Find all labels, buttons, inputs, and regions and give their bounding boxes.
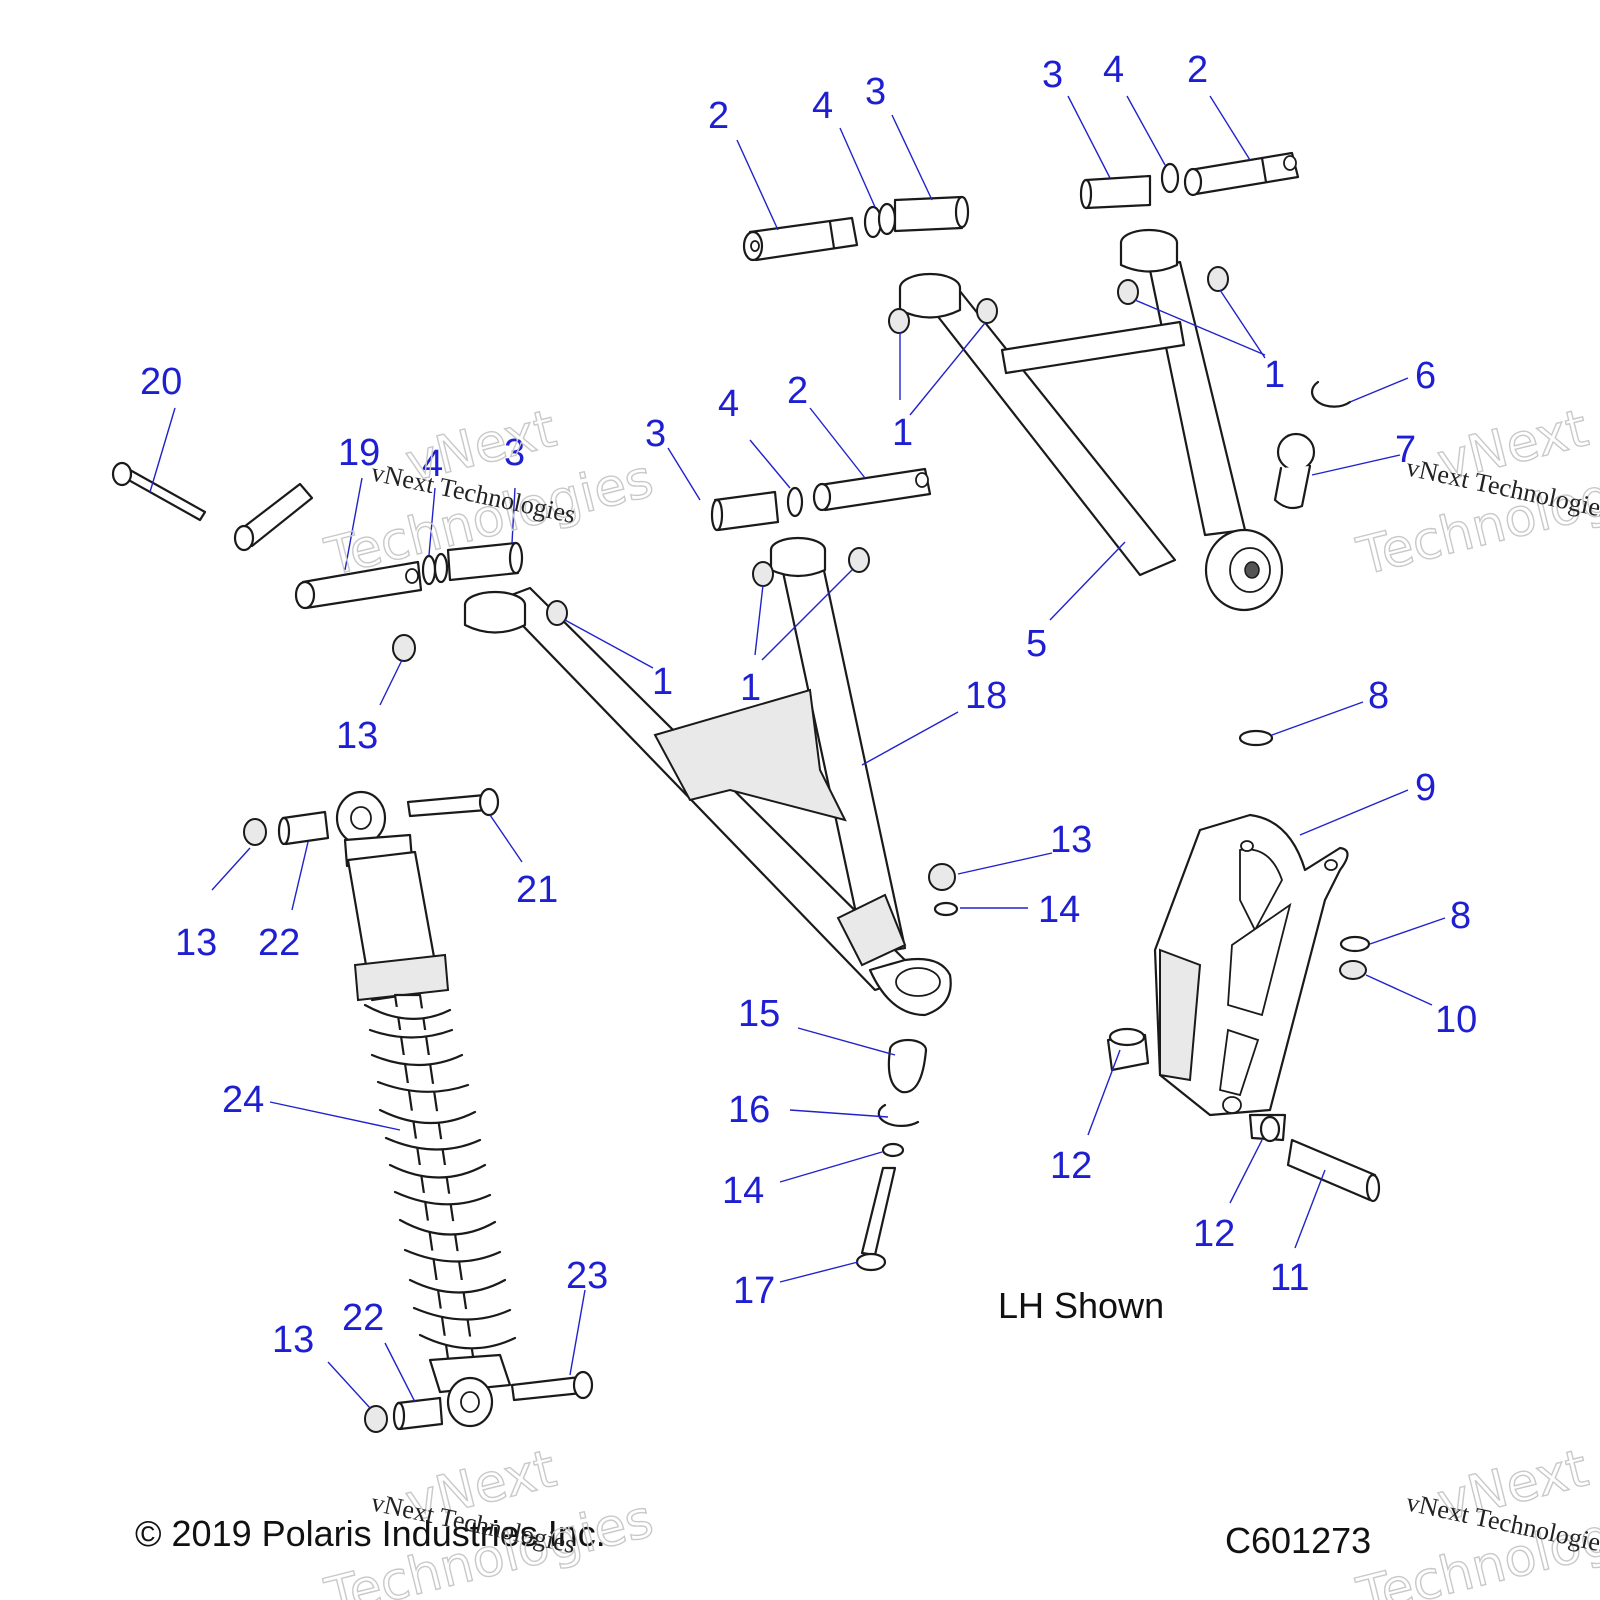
callout-18: 18 [965, 675, 1007, 717]
callout-13: 13 [272, 1319, 314, 1361]
leader-lines [149, 95, 1446, 1409]
lower-a-arm [463, 536, 952, 1017]
callout-13: 13 [336, 715, 378, 757]
ball-joint-hardware [855, 863, 959, 1272]
callout-4: 4 [812, 85, 833, 127]
steering-knuckle [1106, 729, 1381, 1203]
pin-set-lower-middle [710, 467, 932, 532]
shock-hardware-lower [364, 1370, 594, 1433]
callout-3: 3 [865, 71, 886, 113]
callout-5: 5 [1026, 623, 1047, 665]
callout-15: 15 [738, 993, 780, 1035]
callout-2: 2 [1187, 49, 1208, 91]
callout-3: 3 [645, 413, 666, 455]
callout-numbers: 2 4 3 3 4 2 20 19 4 3 3 4 2 1 1 6 7 5 13… [140, 49, 1477, 1361]
callout-24: 24 [222, 1079, 264, 1121]
callout-7: 7 [1395, 429, 1416, 471]
callout-2: 2 [787, 370, 808, 412]
pin-set-upper-left [742, 195, 970, 262]
pin-set-lower-left [111, 461, 524, 662]
callout-22: 22 [258, 922, 300, 964]
callout-1: 1 [892, 412, 913, 454]
callout-11: 11 [1270, 1257, 1309, 1299]
callout-1: 1 [1264, 354, 1285, 396]
retaining-ring-6 [1311, 380, 1352, 408]
ball-joint-7 [1273, 432, 1316, 510]
callout-8: 8 [1450, 895, 1471, 937]
pin-set-upper-right [1079, 151, 1300, 210]
callout-9: 9 [1415, 767, 1436, 809]
callout-20: 20 [140, 361, 182, 403]
callout-1: 1 [740, 667, 761, 709]
callout-21: 21 [516, 869, 558, 911]
callout-10: 10 [1435, 999, 1477, 1041]
callout-3: 3 [1042, 54, 1063, 96]
callout-4: 4 [1103, 49, 1124, 91]
callout-13: 13 [1050, 819, 1092, 861]
callout-19: 19 [338, 432, 380, 474]
callout-8: 8 [1368, 675, 1389, 717]
copyright-notice: © 2019 Polaris Industries Inc. [135, 1513, 606, 1554]
callout-14: 14 [1038, 889, 1080, 931]
callout-4: 4 [422, 443, 443, 485]
callout-23: 23 [566, 1255, 608, 1297]
callout-1: 1 [652, 661, 673, 703]
shock-hardware-upper [243, 787, 500, 846]
callout-17: 17 [733, 1270, 775, 1312]
shock-absorber [335, 790, 517, 1428]
callout-12: 12 [1050, 1145, 1092, 1187]
callout-4: 4 [718, 383, 739, 425]
diagram-code: C601273 [1225, 1520, 1371, 1561]
callout-3: 3 [504, 432, 525, 474]
view-caption: LH Shown [998, 1285, 1164, 1326]
callout-2: 2 [708, 95, 729, 137]
callout-12: 12 [1193, 1213, 1235, 1255]
callout-13: 13 [175, 922, 217, 964]
callout-16: 16 [728, 1089, 770, 1131]
callout-22: 22 [342, 1297, 384, 1339]
upper-a-arm [888, 228, 1284, 612]
callout-6: 6 [1415, 355, 1436, 397]
callout-14: 14 [722, 1170, 764, 1212]
